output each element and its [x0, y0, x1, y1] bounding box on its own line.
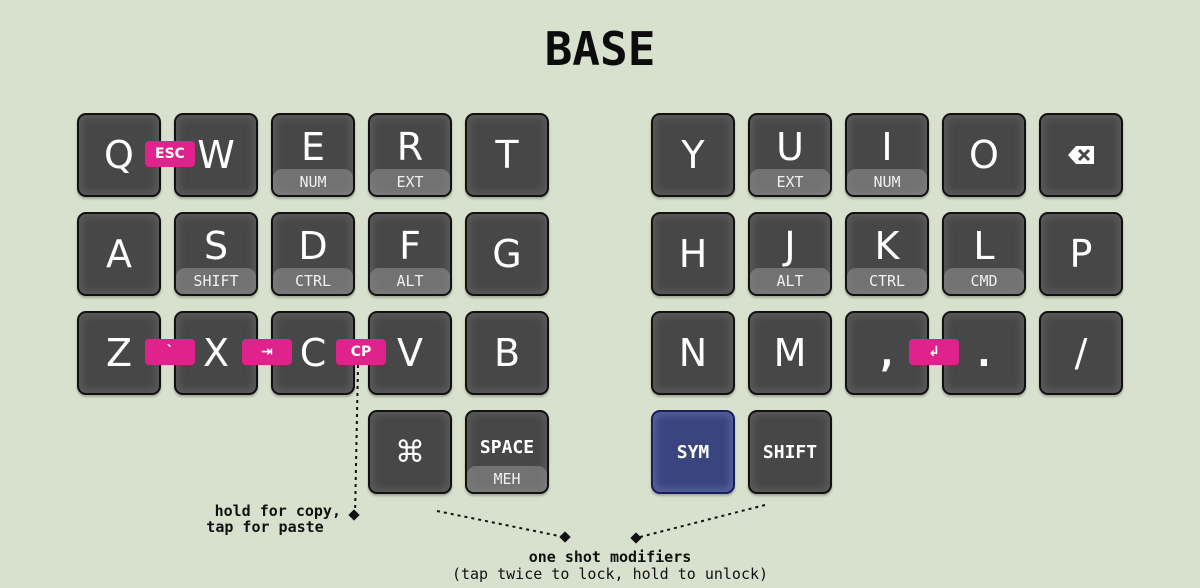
layer-title: BASE [544, 22, 656, 76]
key-hold-label: CTRL [847, 268, 927, 294]
key-label: Z [105, 331, 133, 375]
key-label: O [969, 133, 999, 177]
key-label: SYM [676, 441, 710, 463]
key-label: W [197, 133, 235, 177]
key-slash: / [1039, 311, 1123, 395]
key-h: H [651, 212, 735, 296]
key-o: O [942, 113, 1026, 197]
key-label: Y [681, 133, 705, 177]
key-hold-label: SHIFT [176, 268, 256, 294]
key-label: K [874, 224, 900, 268]
key-backspace [1039, 113, 1123, 197]
combo-esc: ESC [145, 141, 195, 167]
key-label: H [678, 232, 708, 276]
key-label: R [396, 125, 424, 169]
key-hold-label: NUM [273, 169, 353, 195]
key-n: N [651, 311, 735, 395]
key-label: N [678, 331, 708, 375]
combo-backtick: ` [145, 339, 195, 365]
key-a: A [77, 212, 161, 296]
key-label: F [399, 224, 421, 268]
key-shift: SHIFT [748, 410, 832, 494]
key-hold-label: MEH [467, 466, 547, 492]
key-label: A [106, 232, 132, 276]
key-hold-label: ALT [370, 268, 450, 294]
key-b: B [465, 311, 549, 395]
combo-enter-icon: ↲ [909, 339, 959, 365]
key-label: D [298, 224, 328, 268]
key-cmd: ⌘ [368, 410, 452, 494]
key-label: B [493, 331, 521, 375]
copy-note-line2: tap for paste [206, 518, 324, 536]
key-hold-label: CMD [944, 268, 1024, 294]
key-label: J [784, 224, 796, 268]
key-label: U [776, 125, 804, 169]
key-label: , [875, 331, 899, 375]
key-label: E [300, 125, 325, 169]
combo-tab-icon: ⇥ [242, 339, 292, 365]
oneshot-subtitle: (tap twice to lock, hold to unlock) [451, 565, 769, 583]
key-label: V [397, 331, 423, 375]
key-space: SPACE MEH [465, 410, 549, 494]
key-label: M [773, 331, 807, 375]
key-hold-label: EXT [750, 169, 830, 195]
combo-copy-paste: CP [336, 339, 386, 365]
key-label: T [495, 133, 519, 177]
key-hold-label: NUM [847, 169, 927, 195]
key-t: T [465, 113, 549, 197]
key-label: S [203, 224, 229, 268]
key-hold-label: ALT [750, 268, 830, 294]
key-label: C [299, 331, 327, 375]
key-m: M [748, 311, 832, 395]
backspace-icon [1041, 115, 1121, 195]
oneshot-title: one shot modifiers [528, 548, 692, 566]
key-label: I [881, 125, 893, 169]
key-label: Q [104, 133, 134, 177]
key-sym: SYM [651, 410, 735, 494]
key-label: L [973, 224, 995, 268]
key-label: G [492, 232, 522, 276]
key-period: . [942, 311, 1026, 395]
key-hold-label: EXT [370, 169, 450, 195]
copy-note: hold for copy, tap for paste [195, 503, 341, 535]
copy-note-line1: hold for copy, [214, 502, 341, 520]
key-p: P [1039, 212, 1123, 296]
key-label: SPACE [479, 437, 535, 458]
key-hold-label: CTRL [273, 268, 353, 294]
key-y: Y [651, 113, 735, 197]
key-label: X [202, 331, 230, 375]
key-label: / [1074, 331, 1088, 375]
key-label: P [1069, 232, 1093, 276]
command-icon: ⌘ [395, 434, 425, 470]
key-label: SHIFT [762, 441, 818, 463]
key-g: G [465, 212, 549, 296]
key-label: . [972, 331, 996, 375]
